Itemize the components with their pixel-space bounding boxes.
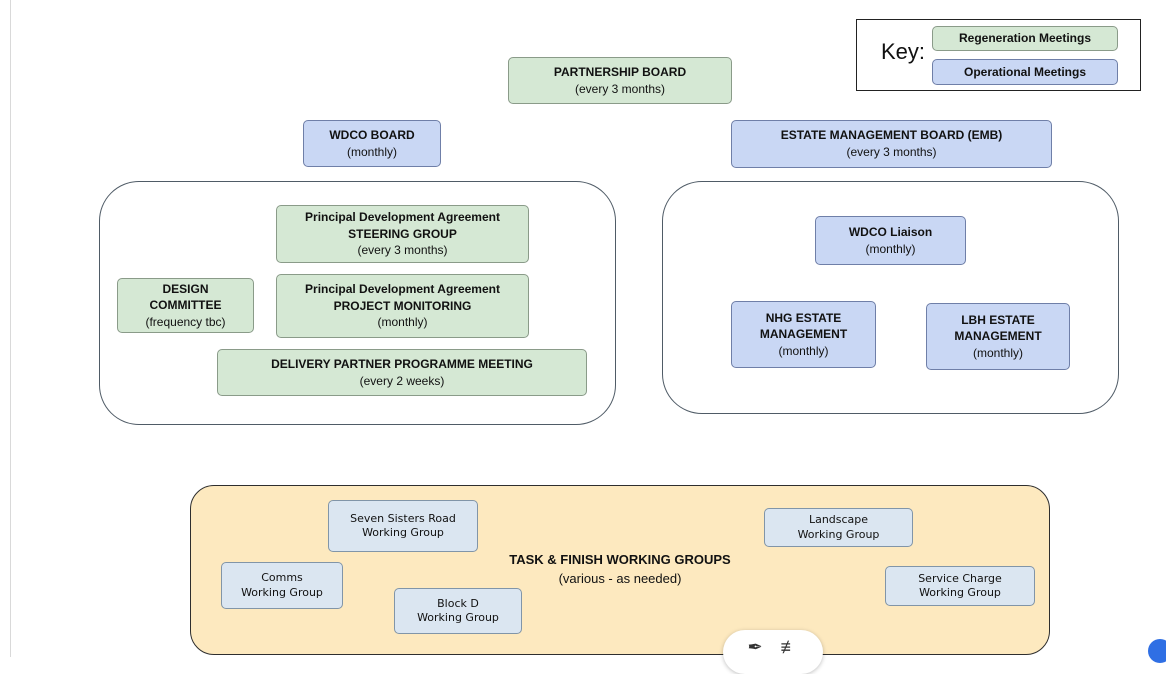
working-group-seven-sisters: Seven Sisters Road Working Group (328, 500, 478, 552)
key-legend: Key: Regeneration Meetings Operational M… (856, 19, 1141, 91)
pda-monitoring-frequency: (monthly) (377, 315, 428, 330)
nhg-line2: MANAGEMENT (759, 327, 848, 342)
pda-monitoring-line1: Principal Development Agreement (305, 282, 500, 297)
partnership-board-frequency: (every 3 months) (574, 81, 666, 96)
delivery-partner-title: DELIVERY PARTNER PROGRAMME MEETING (271, 356, 533, 371)
wdco-liaison-node: WDCO Liaison (monthly) (815, 216, 966, 265)
pda-steering-line1: Principal Development Agreement (305, 210, 500, 225)
key-regeneration-label: Regeneration Meetings (958, 31, 1092, 46)
task-finish-label: TASK & FINISH WORKING GROUPS (various - … (470, 551, 770, 589)
nhg-frequency: (monthly) (778, 343, 829, 358)
delivery-partner-frequency: (every 2 weeks) (359, 373, 445, 388)
strikethrough-lines-icon[interactable]: ≢ (780, 637, 799, 657)
working-group-line1: Seven Sisters Road (350, 511, 456, 525)
working-group-landscape: Landscape Working Group (764, 508, 913, 547)
pda-monitoring-line2: PROJECT MONITORING (333, 298, 472, 313)
partnership-board-title: PARTNERSHIP BOARD (553, 64, 687, 79)
left-margin-rule (10, 0, 11, 657)
wdco-board-title: WDCO BOARD (329, 127, 415, 142)
working-group-line2: Working Group (241, 585, 323, 599)
magic-pen-icon[interactable]: ✒ (747, 637, 763, 657)
delivery-partner-meeting-node: DELIVERY PARTNER PROGRAMME MEETING (ever… (217, 349, 587, 396)
lbh-line1: LBH ESTATE (961, 312, 1035, 327)
design-committee-frequency: (frequency tbc) (145, 314, 226, 329)
wdco-board-node: WDCO BOARD (monthly) (303, 120, 441, 167)
design-committee-line1: DESIGN (162, 281, 209, 296)
key-operational-swatch: Operational Meetings (932, 59, 1118, 85)
working-group-line2: Working Group (362, 526, 444, 539)
working-group-line2: Working Group (417, 611, 499, 624)
pda-steering-frequency: (every 3 months) (357, 243, 448, 258)
emb-title: ESTATE MANAGEMENT BOARD (EMB) (780, 128, 1003, 143)
working-group-line2: Working Group (919, 586, 1001, 599)
pda-steering-group-node: Principal Development Agreement STEERING… (276, 205, 529, 263)
wdco-liaison-title: WDCO Liaison (848, 224, 933, 239)
floating-toolbar: ✒ ≢ (723, 630, 823, 674)
assistant-badge-icon[interactable] (1148, 639, 1166, 663)
working-group-comms: Comms Working Group (221, 562, 343, 609)
wdco-board-frequency: (monthly) (346, 144, 397, 159)
working-group-block-d: Block D Working Group (394, 588, 522, 634)
working-group-service-charge: Service Charge Working Group (885, 566, 1035, 606)
partnership-board-node: PARTNERSHIP BOARD (every 3 months) (508, 57, 732, 104)
nhg-line1: NHG ESTATE (765, 310, 842, 325)
lbh-line2: MANAGEMENT (954, 329, 1042, 344)
key-regeneration-swatch: Regeneration Meetings (932, 26, 1118, 51)
key-operational-label: Operational Meetings (963, 64, 1087, 79)
working-group-line1: Comms (261, 571, 303, 585)
design-committee-line2: COMMITTEE (149, 298, 222, 313)
pda-project-monitoring-node: Principal Development Agreement PROJECT … (276, 274, 529, 338)
working-group-line2: Working Group (797, 527, 880, 541)
design-committee-node: DESIGN COMMITTEE (frequency tbc) (117, 278, 254, 333)
nhg-estate-management-node: NHG ESTATE MANAGEMENT (monthly) (731, 301, 876, 368)
task-finish-title: TASK & FINISH WORKING GROUPS (509, 552, 731, 567)
pda-steering-line2: STEERING GROUP (348, 226, 457, 241)
working-group-line1: Block D (437, 596, 479, 610)
estate-management-board-node: ESTATE MANAGEMENT BOARD (EMB) (every 3 m… (731, 120, 1052, 168)
working-group-line1: Service Charge (918, 571, 1002, 585)
emb-frequency: (every 3 months) (846, 145, 937, 159)
working-group-line1: Landscape (808, 513, 869, 527)
lbh-estate-management-node: LBH ESTATE MANAGEMENT (monthly) (926, 303, 1070, 370)
wdco-liaison-frequency: (monthly) (865, 241, 916, 256)
task-finish-subtitle: (various - as needed) (558, 570, 682, 586)
lbh-frequency: (monthly) (972, 345, 1023, 360)
key-label: Key: (881, 39, 926, 64)
